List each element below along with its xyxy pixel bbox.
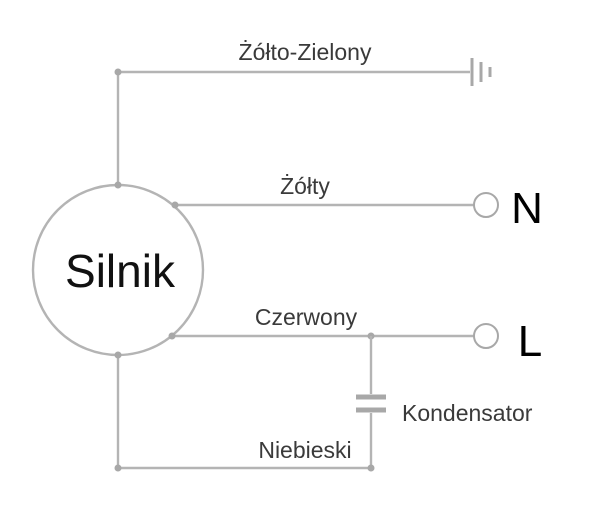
ground-wire-junction <box>114 68 122 76</box>
capacitor-wire-corner-left <box>114 464 122 472</box>
ground-wire <box>116 70 470 185</box>
ground-wire-label: Żółto-Zielony <box>239 39 372 65</box>
motor-label: Silnik <box>65 245 176 297</box>
neutral-terminal-icon <box>473 192 499 218</box>
motor-live-terminal <box>168 332 176 340</box>
motor-capacitor-terminal <box>114 351 122 359</box>
live-terminal-label: L <box>518 317 542 366</box>
motor-neutral-terminal <box>171 201 179 209</box>
live-terminal-icon <box>473 323 499 349</box>
neutral-wire-label: Żółty <box>280 173 330 199</box>
capacitor-label: Kondensator <box>402 400 533 426</box>
capacitor-wire-corner-right <box>367 464 375 472</box>
motor-ground-terminal <box>114 181 122 189</box>
neutral-terminal-label: N <box>511 184 543 233</box>
ground-icon <box>470 58 492 86</box>
live-wire-label: Czerwony <box>255 304 358 330</box>
capacitor-wire-label: Niebieski <box>258 437 351 463</box>
